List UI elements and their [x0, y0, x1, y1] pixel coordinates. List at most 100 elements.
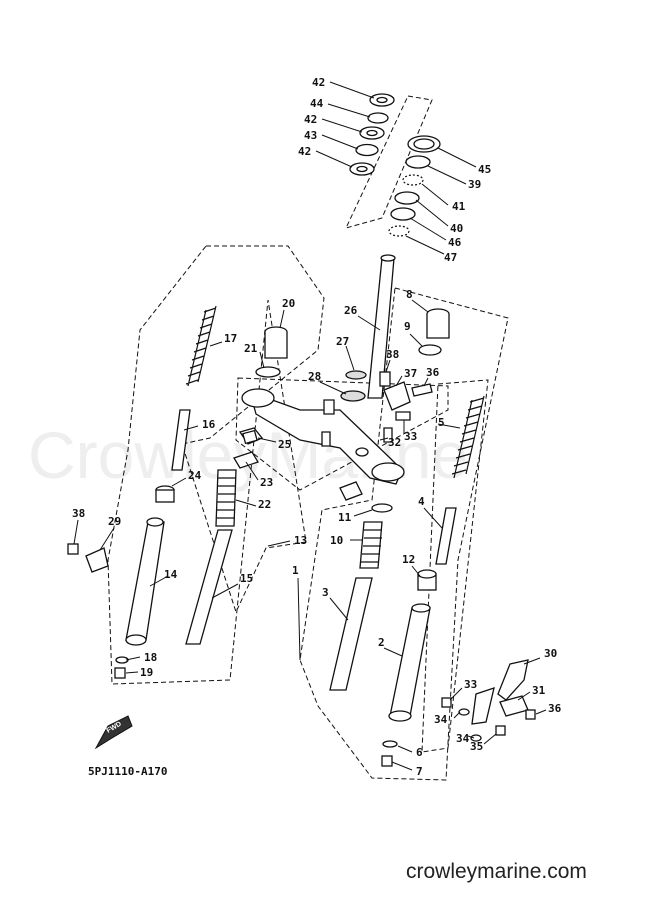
- right-fork-group-outline: [299, 287, 509, 781]
- hose-bracket-group: [441, 659, 536, 742]
- callout-40: 40: [450, 222, 463, 235]
- leader-13: [267, 540, 291, 547]
- callout-45: 45: [478, 163, 491, 176]
- callout-27: 27: [336, 335, 349, 348]
- callout-46: 46: [448, 236, 462, 249]
- under-bracket-32: [241, 388, 405, 485]
- callout-42: 42: [304, 113, 317, 126]
- leader-36a: [423, 377, 429, 387]
- cap-bolt-8: [418, 308, 450, 356]
- leader-2: [383, 647, 403, 657]
- leader-5: [437, 423, 461, 429]
- leader-6: [397, 745, 413, 753]
- damper-rod-16: [171, 409, 191, 471]
- callout-19: 19: [140, 666, 153, 679]
- lock-washer-44: [367, 112, 389, 124]
- inner-tube-15: [185, 529, 233, 645]
- bolt-7: [381, 755, 393, 767]
- callout-36: 36: [548, 702, 562, 715]
- leader-15: [211, 583, 239, 599]
- screw-36b: [525, 709, 536, 720]
- leader-34a: [453, 711, 461, 719]
- o-ring-9: [418, 344, 442, 356]
- leader-1: [297, 577, 301, 661]
- callout-39: 39: [468, 178, 481, 191]
- outer-tube-14-top: [146, 517, 164, 527]
- leader-42a: [329, 81, 375, 99]
- callout-15: 15: [240, 572, 253, 585]
- callout-38: 38: [386, 348, 399, 361]
- drawing-code: 5PJ1110-A170: [88, 765, 167, 778]
- leader-38b: [73, 519, 79, 545]
- washer-34a: [458, 708, 470, 716]
- fwd-arrow-shape: [94, 715, 133, 750]
- steering-nut-stack: [349, 93, 395, 176]
- callout-32: 32: [388, 436, 401, 449]
- leader-40: [415, 199, 449, 227]
- bolt-38b: [67, 543, 79, 555]
- callout-11: 11: [338, 511, 352, 524]
- stem-top: [380, 254, 396, 262]
- callout-34: 34: [456, 732, 470, 745]
- leader-26: [357, 315, 381, 331]
- leader-25: [257, 437, 277, 443]
- right-inner-outline: [421, 379, 489, 753]
- oil-lock-12-top: [417, 569, 437, 579]
- bearing-group-outline: [345, 95, 433, 229]
- callout-33: 33: [404, 430, 417, 443]
- callout-3: 3: [322, 586, 329, 599]
- callout-26: 26: [344, 304, 358, 317]
- washer-6: [382, 740, 398, 748]
- circlip-23: [233, 451, 259, 469]
- leader-34b: [467, 735, 475, 739]
- leader-21: [259, 351, 265, 369]
- right-fork: [329, 395, 485, 767]
- bolt-11-pinch: [339, 481, 363, 501]
- bearing-cover-45-inner: [413, 138, 435, 150]
- callout-28: 28: [308, 370, 321, 383]
- callout-20: 20: [282, 297, 295, 310]
- leader-35: [483, 733, 497, 745]
- callout-21: 21: [244, 342, 258, 355]
- left-fork: [114, 305, 259, 679]
- leader-9: [409, 333, 423, 347]
- leader-23: [245, 461, 259, 481]
- bearing-stack: [388, 135, 441, 237]
- bracket-30: [497, 659, 529, 701]
- callout-22: 22: [258, 498, 271, 511]
- steering-stem: [340, 254, 396, 402]
- callout-25: 25: [278, 438, 291, 451]
- leader-30: [523, 657, 541, 665]
- leader-29: [99, 527, 115, 551]
- cap-bolt-20: [255, 326, 288, 378]
- callout-17: 17: [224, 332, 237, 345]
- leader-22: [235, 499, 257, 507]
- site-url: crowleymarine.com: [406, 860, 587, 883]
- leader-12: [411, 565, 421, 577]
- leader-27: [345, 345, 355, 371]
- callout-14: 14: [164, 568, 178, 581]
- bolt-19: [114, 667, 126, 679]
- ball-race-41: [402, 174, 424, 186]
- callout-18: 18: [144, 651, 157, 664]
- leader-3: [329, 597, 349, 621]
- bracket-boss: [355, 447, 369, 457]
- leader-44: [327, 103, 371, 118]
- washer-34b: [470, 734, 482, 742]
- dust-boot-22: [215, 469, 237, 527]
- leader-31: [517, 691, 531, 701]
- callout-2: 2: [378, 636, 385, 649]
- callout-9: 9: [404, 320, 411, 333]
- callout-7: 7: [416, 765, 423, 778]
- fork-spring-5: [451, 395, 485, 479]
- left-clamp-ring: [241, 388, 275, 408]
- leader-28: [319, 381, 347, 395]
- leader-7: [391, 761, 413, 771]
- ring-nut-42a-hole: [376, 96, 388, 104]
- leader-41: [421, 183, 449, 206]
- leader-39: [427, 165, 467, 185]
- leader-8: [411, 299, 429, 313]
- callout-35: 35: [470, 740, 483, 753]
